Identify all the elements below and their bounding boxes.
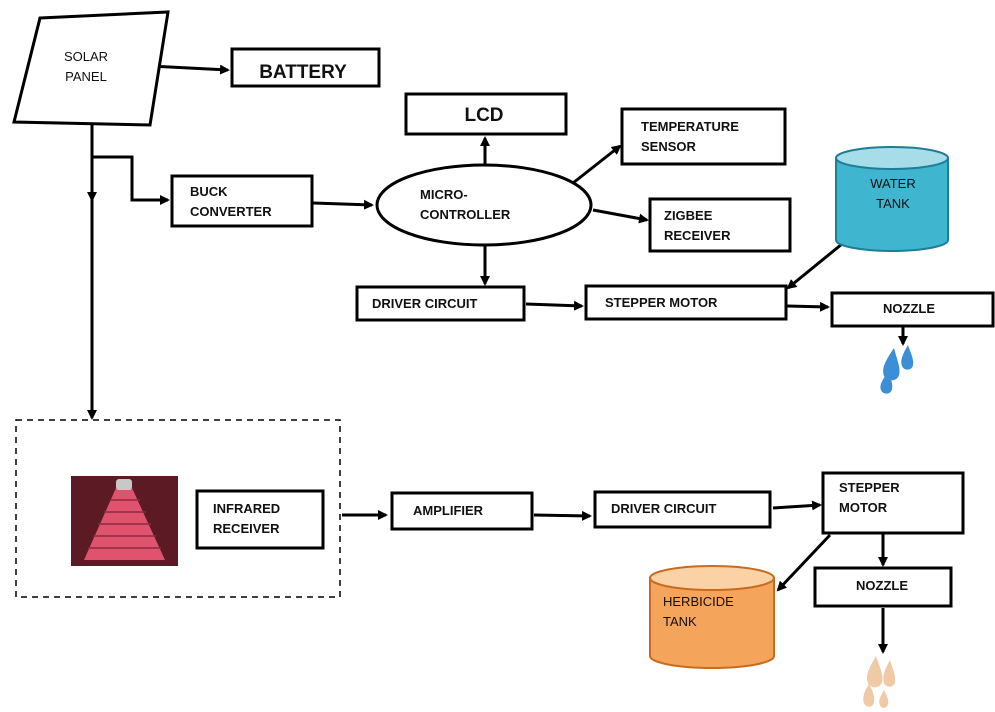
watertank-to-stepper-arrow: [786, 242, 843, 290]
mcu-to-temp-arrow: [572, 144, 622, 185]
microcontroller-ellipse: [375, 163, 593, 247]
amplifier-box: [390, 491, 534, 531]
solar-to-battery-arrow: [149, 64, 230, 75]
stepper2-to-herbicide-arrow: [776, 533, 832, 592]
stepper-motor-top-box: [584, 284, 788, 321]
solar-panel-shape: [12, 10, 170, 127]
driver-circuit-bottom-label: DRIVER CIRCUIT: [611, 501, 717, 516]
nozzle-top-label: NOZZLE: [883, 301, 935, 316]
nozzle-bottom-box: [813, 566, 953, 608]
lcd-box: [404, 92, 568, 136]
temperature-sensor-box: [620, 107, 787, 166]
amplifier-label: AMPLIFIER: [413, 503, 484, 518]
zigbee-receiver-box: [648, 197, 792, 253]
stepper-to-nozzle-arrow: [786, 301, 830, 312]
battery-label: BATTERY: [259, 62, 347, 83]
battery-box: [230, 47, 381, 88]
water-drops-icon: [880, 345, 914, 394]
connectors: [87, 64, 908, 654]
infrared-receiver-box: [195, 489, 325, 550]
water-tank-top: [835, 146, 949, 170]
buck-to-mcu-arrow: [312, 199, 374, 210]
driver-circuit-bottom-box: [593, 490, 772, 529]
herbicide-drops-icon: [863, 656, 896, 708]
solar-to-buck-arrow: [92, 155, 170, 205]
nozzle-bottom-label: NOZZLE: [856, 578, 908, 593]
lcd-label: LCD: [464, 105, 503, 126]
herbicide-tank-top: [649, 565, 775, 591]
infrared-group-dashed: [15, 419, 341, 598]
driver-to-stepper-arrow: [525, 300, 584, 311]
mcu-to-zigbee-arrow: [592, 208, 649, 224]
infrared-sensor-icon: [71, 476, 178, 566]
stepper-motor-bottom-box: [821, 471, 965, 535]
herbicide-tank-body: [649, 577, 775, 669]
water-tank-body: [835, 157, 949, 252]
driver-circuit-top-label: DRIVER CIRCUIT: [372, 296, 478, 311]
amp-to-driver-arrow: [533, 510, 592, 521]
driver-to-stepper2-arrow: [772, 500, 822, 511]
microcontroller-label: MICRO-CONTROLLER: [420, 187, 511, 222]
nozzle-top-box: [830, 291, 995, 328]
buck-converter-box: [170, 174, 314, 228]
stepper-motor-top-label: STEPPER MOTOR: [605, 295, 718, 310]
driver-circuit-top-box: [355, 285, 526, 322]
